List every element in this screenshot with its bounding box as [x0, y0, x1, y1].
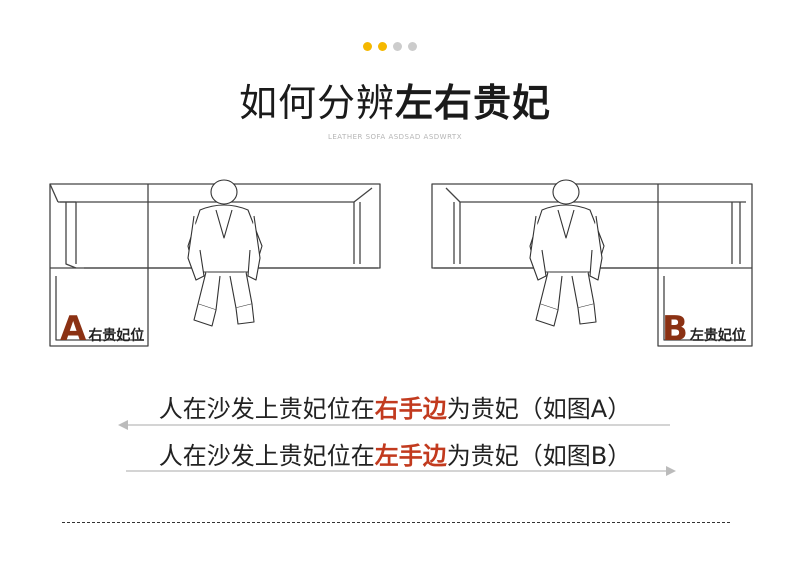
diagram-b: B 左贵妃位	[430, 176, 770, 366]
tag-a: A 右贵妃位	[60, 312, 144, 346]
pagination-dots	[363, 42, 417, 51]
tag-a-letter: A	[60, 309, 87, 349]
sofa-a-drawing	[49, 179, 381, 347]
explanation-line-a: 人在沙发上贵妃位在右手边为贵妃（如图A）	[0, 389, 790, 424]
title-bold: 左右贵妃	[395, 81, 552, 125]
line-b-highlight: 左手边	[374, 442, 447, 470]
tag-b: B 左贵妃位	[662, 312, 746, 346]
dashed-divider	[62, 522, 730, 523]
tag-a-text: 右贵妃位	[88, 328, 145, 344]
explanation-line-b: 人在沙发上贵妃位在左手边为贵妃（如图B）	[0, 436, 790, 471]
title-normal: 如何分辨	[238, 81, 395, 125]
tag-b-letter: B	[662, 309, 688, 349]
dot-3	[393, 42, 402, 51]
right-arrow-icon	[126, 466, 676, 476]
line-a-highlight: 右手边	[374, 395, 447, 423]
line-b-prefix: 人在沙发上贵妃位在	[158, 442, 375, 470]
page-subtitle: LEATHER SOFA ASDSAD ASDWRTX	[327, 133, 463, 141]
dot-2	[378, 42, 387, 51]
sofa-b-drawing	[431, 179, 753, 347]
tag-b-text: 左贵妃位	[689, 328, 746, 344]
dot-1	[363, 42, 372, 51]
line-a-suffix: 为贵妃（如图A）	[446, 395, 632, 423]
diagram-a: A 右贵妃位	[48, 176, 388, 366]
line-b-suffix: 为贵妃（如图B）	[446, 442, 632, 470]
page-title: 如何分辨左右贵妃	[0, 72, 790, 127]
dot-4	[408, 42, 417, 51]
line-a-prefix: 人在沙发上贵妃位在	[158, 395, 375, 423]
left-arrow-icon	[118, 420, 670, 430]
